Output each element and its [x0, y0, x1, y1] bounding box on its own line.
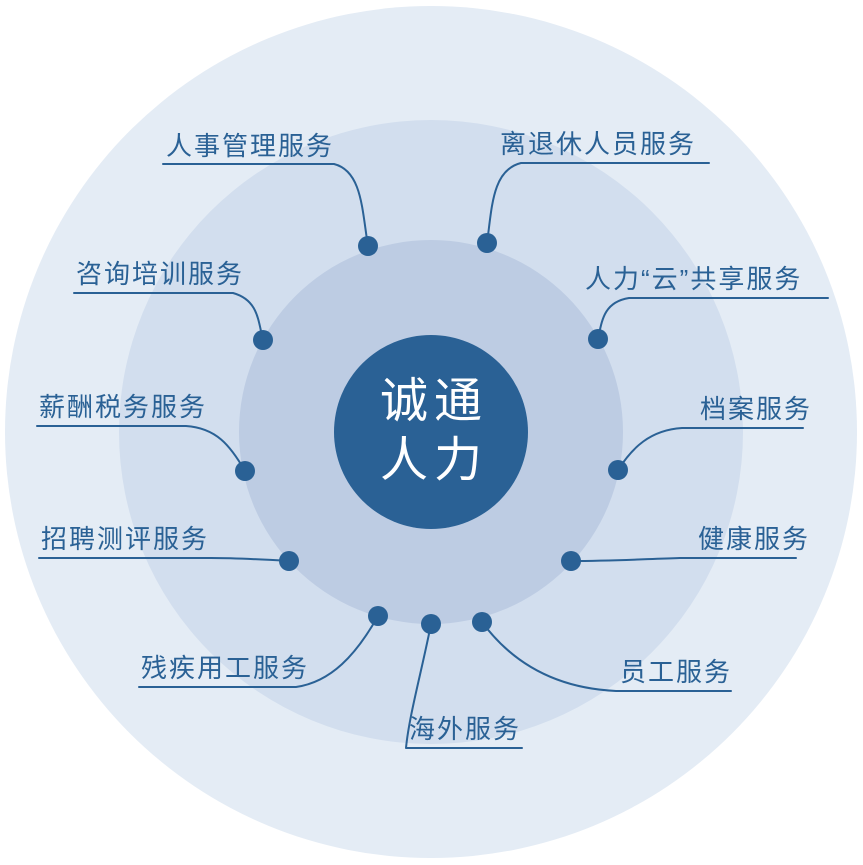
- service-label-overseas: 海外服务: [409, 714, 522, 744]
- service-label-personnel-management: 人事管理服务: [166, 131, 335, 161]
- service-label-hr-cloud-sharing: 人力“云”共享服务: [585, 264, 803, 294]
- service-label-recruitment-assessment: 招聘测评服务: [41, 524, 210, 554]
- center-text-line1: 诚通: [379, 375, 488, 429]
- service-label-payroll-tax: 薪酬税务服务: [39, 392, 208, 422]
- center-circle: 诚通 人力: [334, 335, 528, 529]
- center-text-line2: 人力: [379, 434, 488, 487]
- service-label-archives: 档案服务: [700, 394, 813, 424]
- service-label-disabled-employment: 残疾用工服务: [141, 653, 310, 683]
- service-label-consulting-training: 咨询培训服务: [76, 259, 245, 289]
- service-label-employee: 员工服务: [620, 657, 733, 687]
- service-label-retiree-services: 离退休人员服务: [500, 129, 697, 159]
- service-label-health: 健康服务: [698, 524, 811, 554]
